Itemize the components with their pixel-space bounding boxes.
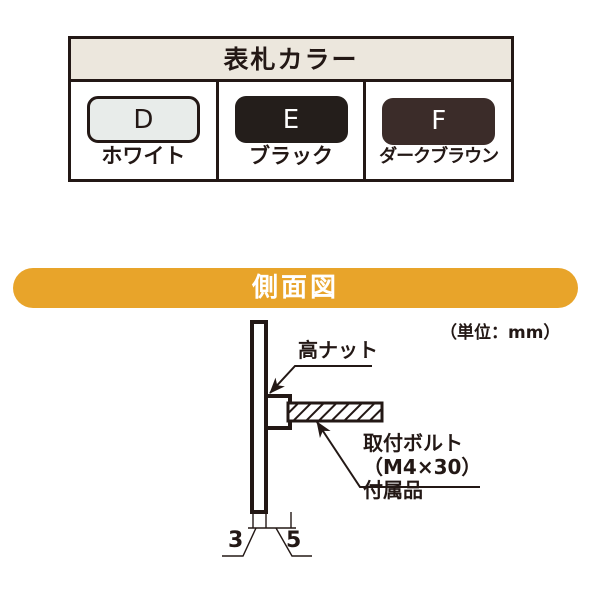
side-view-banner-title: 側面図: [251, 273, 339, 303]
color-table-header: 表札カラー: [71, 39, 511, 82]
dimension-label-plate-thickness: 3: [228, 528, 244, 553]
dim-leader-3: [222, 527, 257, 557]
swatch-code-f: F: [431, 106, 447, 136]
mounting-bolt-shaft: [286, 401, 384, 423]
unit-note: （単位：mm）: [440, 323, 561, 343]
color-swatch-row: D ホワイト E ブラック F ダークブラウン: [71, 82, 511, 179]
swatch-chip-f: F: [382, 97, 496, 145]
color-table-title: 表札カラー: [223, 44, 359, 74]
swatch-code-d: D: [133, 104, 154, 135]
nameplate-color-table: 表札カラー D ホワイト E ブラック F ダークブラウン: [68, 36, 514, 182]
leader-line-high-nut: [269, 365, 372, 394]
label-mounting-bolt-line3: 付属品: [363, 478, 423, 503]
label-mounting-bolt-line1: 取付ボルト: [363, 431, 463, 455]
side-view-banner: 側面図: [13, 268, 578, 308]
swatch-name-e: ブラック: [249, 144, 333, 168]
label-mounting-bolt: 取付ボルト （M4×30） 付属品: [363, 431, 482, 503]
nameplate-plate-profile: [250, 320, 268, 514]
swatch-chip-d: D: [86, 96, 200, 143]
color-swatch-d[interactable]: D ホワイト: [71, 82, 219, 179]
label-mounting-bolt-line2: （M4×30）: [363, 454, 482, 479]
color-swatch-e[interactable]: E ブラック: [219, 82, 367, 179]
swatch-code-e: E: [282, 104, 300, 135]
leader-line-bolt: [316, 421, 480, 488]
dimension-label-nut-projection: 5: [286, 528, 302, 553]
swatch-name-d: ホワイト: [101, 144, 186, 168]
dim-leader-5: [275, 527, 312, 557]
swatch-chip-e: E: [234, 96, 348, 143]
swatch-name-f: ダークブラウン: [379, 145, 499, 167]
high-nut-block: [264, 394, 292, 430]
color-swatch-f[interactable]: F ダークブラウン: [366, 82, 511, 179]
label-high-nut: 高ナット: [298, 338, 378, 362]
